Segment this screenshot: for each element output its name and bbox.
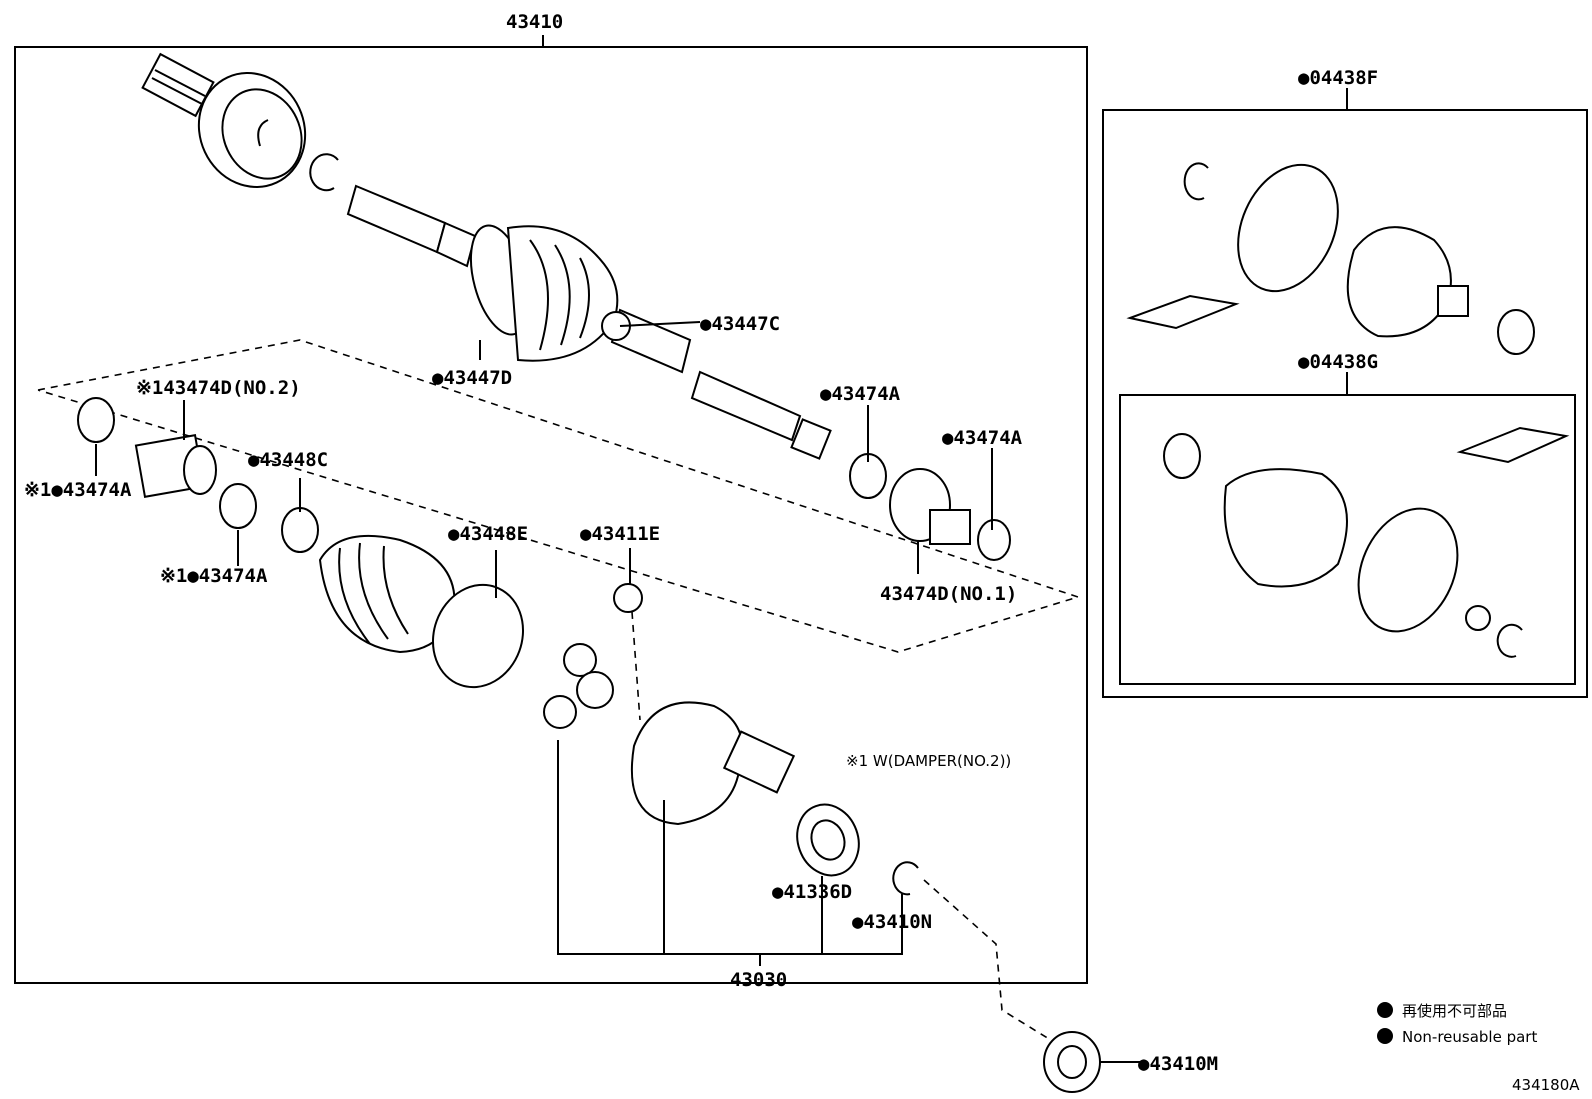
legend-dot-en	[1377, 1028, 1393, 1044]
kit-g-snap-ring-icon	[1496, 623, 1523, 658]
kit-f-grease-pack-icon	[1126, 294, 1240, 330]
subgroup-dashed-outline	[37, 339, 1081, 653]
label-43474d-no1: 43474D(NO.1)	[880, 583, 1017, 605]
label-43474a-upper: ●43474A	[820, 383, 901, 405]
kit-g-band-icon	[1357, 507, 1459, 633]
label-43448c: ●43448C	[248, 449, 328, 471]
kit-g-clamp-icon	[1163, 433, 1202, 479]
label-43448e: ●43448E	[448, 523, 528, 545]
damper-no1-icon	[889, 468, 971, 545]
inner-boot-icon	[470, 224, 619, 362]
kit-g-seal-icon	[1465, 605, 1491, 631]
kit-frame-04438f	[1102, 109, 1588, 698]
label-43447d: ●43447D	[432, 367, 512, 389]
label-04438f: ●04438F	[1298, 67, 1378, 89]
label-43410n: ●43410N	[852, 911, 932, 933]
label-43411e: ●43411E	[580, 523, 660, 545]
tripod-icon	[543, 643, 614, 729]
damper-no2-icon	[134, 434, 217, 498]
inboard-joint-icon	[630, 701, 796, 826]
label-43447c: ●43447C	[700, 313, 780, 335]
legend-dot-jp	[1377, 1002, 1393, 1018]
outboard-joint-icon	[141, 52, 307, 188]
label-43474a-right: ●43474A	[942, 427, 1023, 449]
snap-ring-43410n-icon	[892, 861, 919, 896]
label-43030: 43030	[730, 969, 787, 991]
bearing-43410m-icon	[1043, 1031, 1101, 1093]
label-43474a-left: ※1●43474A	[24, 479, 132, 501]
note-damper: ※1 W(DAMPER(NO.2))	[846, 752, 1011, 770]
clamp-43448c-icon	[281, 507, 320, 553]
assembly-frame-43410	[14, 46, 1088, 984]
oil-seal-icon	[796, 803, 860, 877]
label-04438g: ●04438G	[1298, 351, 1378, 373]
label-43410m: ●43410M	[1138, 1053, 1218, 1075]
label-41336d: ●41336D	[772, 881, 852, 903]
kit-f-snap-ring-icon	[1183, 162, 1209, 201]
snap-ring-43411e-icon	[613, 583, 643, 613]
kit-f-boot-icon	[1346, 226, 1469, 338]
label-43474d-no2: ※143474D(NO.2)	[136, 377, 301, 399]
legend-jp: 再使用不可部品	[1402, 1002, 1507, 1020]
figure-id: 434180A	[1512, 1076, 1580, 1094]
legend-en: Non-reusable part	[1402, 1028, 1537, 1046]
clamp-43474a-right-icon	[977, 519, 1012, 561]
clamp-lower-icon	[219, 483, 258, 529]
clamp-43474a-upper-icon	[849, 453, 888, 499]
label-43474a-lower: ※1●43474A	[160, 565, 268, 587]
label-43410: 43410	[506, 11, 563, 33]
kit-f-band-icon	[1237, 163, 1339, 293]
clamp-left-icon	[77, 397, 116, 443]
kit-f-clamp-icon	[1497, 309, 1536, 355]
kit-g-boot-icon	[1223, 468, 1348, 588]
snap-ring-icon	[309, 153, 339, 192]
kit-g-grease-pack-icon	[1456, 426, 1570, 464]
